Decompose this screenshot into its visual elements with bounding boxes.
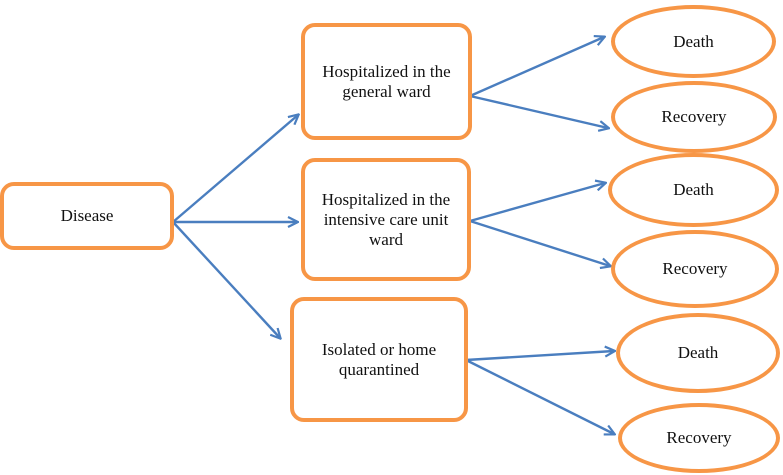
general-ward-death-node: Death xyxy=(611,5,776,78)
general-ward-label: Hospitalized in the general ward xyxy=(322,61,451,101)
arrow-icu-ward-to-death xyxy=(469,183,605,223)
home-quarantine-death-node: Death xyxy=(616,313,780,393)
outcome-label: Death xyxy=(673,31,714,51)
icu-ward-node: Hospitalized in the intensive care unit … xyxy=(301,158,471,281)
disease-label: Disease xyxy=(60,206,114,225)
outcome-label: Death xyxy=(673,180,714,199)
general-ward-node: Hospitalized in the general ward xyxy=(301,23,472,140)
icu-ward-label: Hospitalized in the intensive care unit … xyxy=(321,189,451,249)
arrow-home-quarantine-to-recovery xyxy=(465,358,614,434)
arrow-icu-ward-to-recovery xyxy=(469,219,610,266)
home-quarantine-label: Isolated or home quarantined xyxy=(321,339,437,379)
arrow-home-quarantine-to-death xyxy=(465,351,614,362)
outcome-label: Recovery xyxy=(662,259,728,278)
general-ward-recovery-node: Recovery xyxy=(611,81,777,153)
arrow-disease-to-home-quarantine xyxy=(172,221,280,338)
icu-ward-death-node: Death xyxy=(608,153,779,227)
arrow-disease-to-general-ward xyxy=(172,115,298,223)
outcome-label: Recovery xyxy=(661,107,727,126)
outcome-label: Recovery xyxy=(666,428,732,447)
icu-ward-recovery-node: Recovery xyxy=(611,230,779,308)
home-quarantine-recovery-node: Recovery xyxy=(618,403,780,473)
arrow-general-ward-to-death xyxy=(469,37,604,98)
disease-node: Disease xyxy=(0,182,174,250)
arrow-general-ward-to-recovery xyxy=(469,94,608,128)
outcome-label: Death xyxy=(677,343,719,362)
home-quarantine-node: Isolated or home quarantined xyxy=(290,297,468,422)
